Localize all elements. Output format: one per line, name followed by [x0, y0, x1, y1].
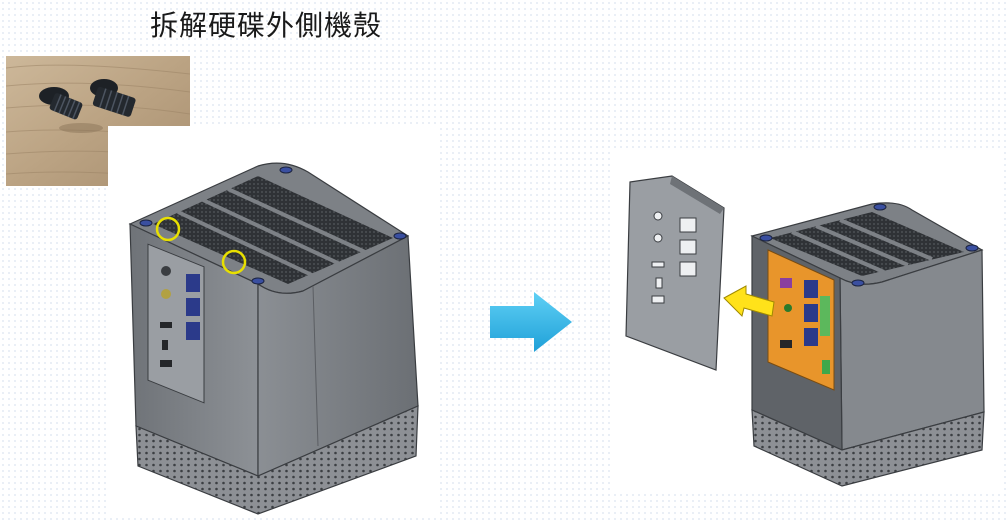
screw-highlight-1 [155, 216, 181, 242]
bottom-vent-ring [751, 409, 985, 487]
device-assembled-view [108, 126, 440, 516]
front-face [129, 216, 259, 477]
device-disassembled-view [612, 150, 1002, 490]
screw-1 [39, 87, 83, 120]
page-title: 拆解硬碟外側機殼 [150, 9, 383, 42]
top-lid [128, 162, 410, 294]
screw-2 [90, 79, 136, 117]
arrow-right-icon [488, 290, 574, 358]
bottom-vent-ring [135, 405, 419, 515]
io-ports [160, 266, 200, 367]
arrow-left-icon [723, 285, 775, 317]
internal-pcb [767, 249, 835, 391]
right-face [257, 235, 419, 477]
removed-side-plate [625, 175, 725, 371]
screw-highlight-2 [221, 249, 247, 275]
screws-photo [6, 56, 190, 186]
